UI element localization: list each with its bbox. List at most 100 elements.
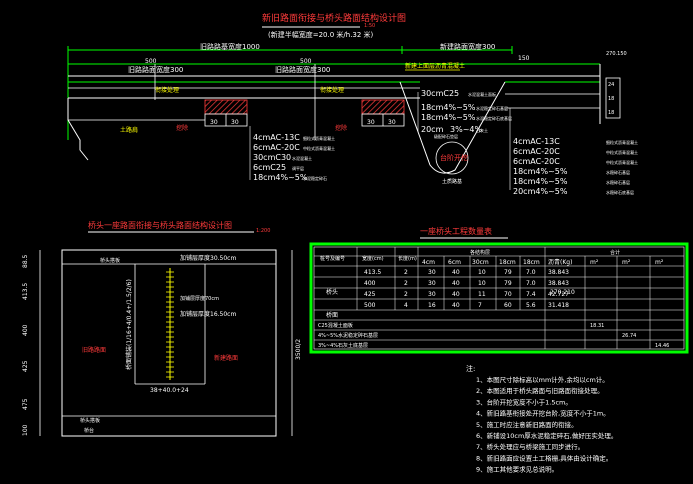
layer-center-2: 18cm4%~5% bbox=[421, 103, 476, 112]
note-item: 8、新旧路面应设置土工格栅,具体由设计确定。 bbox=[476, 453, 612, 462]
table-cell: 10 bbox=[478, 280, 486, 287]
plan-note-3: 加铺层厚度70cm bbox=[180, 295, 219, 302]
plan-left-dim-6: 100 bbox=[22, 424, 29, 436]
th-sub-layer-2: 6cm bbox=[448, 259, 461, 266]
dim-overall-left: 旧路路基宽度1000 bbox=[200, 42, 260, 51]
table-inner-frame bbox=[313, 246, 685, 350]
layer-center-note-3: 水泥稳定碎石底基层 bbox=[476, 115, 512, 121]
table-cell: 40 bbox=[452, 280, 460, 287]
th-col2: 宽度(cm) bbox=[362, 255, 384, 262]
extra-row-3-label: 3%~4%石灰土底基层 bbox=[318, 342, 368, 349]
note-item: 5、施工时应注意新旧路面的衔接。 bbox=[476, 420, 578, 429]
plan-top-label: 桥头搭板 bbox=[100, 257, 120, 264]
layer-center-4: 20cm bbox=[421, 125, 444, 134]
plan-right-label: 新建路面 bbox=[214, 354, 238, 362]
dim-500-left: 500 bbox=[145, 58, 157, 65]
right-dim-v1: 24 bbox=[608, 82, 614, 88]
layer-left-3: 30cmC30 bbox=[253, 153, 291, 162]
layer-center-note-5: 石灰土 bbox=[476, 127, 488, 133]
layers-right-group: 4cmAC-13C 6cmAC-20C 6cmAC-20C 18cm4%~5% … bbox=[509, 108, 638, 196]
plan-ladder-ticks bbox=[166, 271, 174, 378]
quantity-table: 一座桥头工程数量表 桩号及编号 宽度(cm) 长度(m) 各结构层 合计 4cm bbox=[309, 226, 689, 354]
layers-center-group: 30cmC25 18cm4%~5% 18cm4%~5% 20cm 3%~4% 水… bbox=[417, 89, 512, 139]
table-cell: 4 bbox=[404, 302, 408, 309]
layer-center-note-4: 级配碎石垫层 bbox=[434, 133, 458, 139]
lane-mid-label: 旧路路面宽度300 bbox=[275, 65, 330, 74]
layer-left-note-4: 调平层 bbox=[292, 165, 304, 171]
layer-center-3: 18cm4%~5% bbox=[421, 113, 476, 122]
plan-left-dim-4: 425 bbox=[22, 360, 29, 372]
lane-left-label: 旧路路面宽度300 bbox=[128, 65, 183, 74]
table-cell: 400 bbox=[364, 280, 376, 287]
th-group-totals: 合计 bbox=[610, 249, 620, 256]
table-cell: 2 bbox=[404, 280, 408, 287]
layer-left-5: 18cm4%~5% bbox=[253, 173, 308, 182]
note-item: 9、施工其他要求见总说明。 bbox=[476, 465, 558, 474]
top-title: 新旧路面衔接与桥头路面结构设计图 bbox=[262, 12, 406, 24]
table-cell: 30 bbox=[428, 269, 436, 276]
asphalt-note: 新建上面层沥青混凝土 bbox=[405, 62, 465, 70]
layer-left-4: 6cmC25 bbox=[253, 163, 286, 172]
layer-right-3: 6cmAC-20C bbox=[513, 157, 560, 166]
table-cell: 79 bbox=[504, 280, 512, 287]
plan-note-2: 加铺层厚度16.50cm bbox=[180, 310, 236, 318]
table-cell: 42.727 bbox=[548, 291, 569, 298]
th-group-layers: 各结构层 bbox=[470, 249, 490, 256]
layer-left-note-2: 中粒式沥青混凝土 bbox=[303, 145, 335, 151]
layer-right-note-5: 水稳碎石基层 bbox=[606, 179, 630, 185]
plan-left-dim-5: 475 bbox=[22, 398, 29, 410]
table-frame bbox=[309, 242, 689, 354]
note-item: 1、本图尺寸除标高以mm计外,余均以cm计。 bbox=[476, 375, 609, 384]
extra-row-2-value: 26.74 bbox=[622, 333, 636, 339]
th-col1: 桩号及编号 bbox=[320, 255, 345, 262]
row-last-label: 桥面 bbox=[326, 311, 338, 319]
plan-left-dim-3: 400 bbox=[22, 324, 29, 336]
table-cell: 40 bbox=[452, 269, 460, 276]
th-sub-layer-4: 18cm bbox=[499, 259, 516, 266]
plan-view: 桥头一座路面衔接与桥头路面结构设计图 1:200 桥头搭板 加铺层厚度30.50… bbox=[22, 220, 302, 437]
table-cell: 500 bbox=[364, 302, 376, 309]
table-cell: 2 bbox=[404, 291, 408, 298]
extra-row-1-label: C25混凝土面板 bbox=[318, 322, 353, 329]
detail-circle bbox=[435, 141, 469, 175]
hatch-mid-label: 挖除 bbox=[335, 124, 347, 132]
table-cell: 70 bbox=[504, 291, 512, 298]
layer-center-note-1: 水泥混凝土面板 bbox=[468, 91, 496, 97]
table-cell: 10 bbox=[478, 269, 486, 276]
plan-bottom-label-2: 桥台 bbox=[84, 427, 94, 434]
table-cell: 79 bbox=[504, 269, 512, 276]
layer-right-note-6: 水稳碎石底基层 bbox=[606, 189, 634, 195]
note-item: 4、新旧路基衔接处开挖台阶,宽度不小于1m。 bbox=[476, 409, 610, 418]
table-cell: 38.843 bbox=[548, 269, 569, 276]
table-cell: 30 bbox=[428, 280, 436, 287]
table-cell: 11 bbox=[478, 291, 486, 298]
step-30b: 30 bbox=[231, 119, 239, 126]
th-sub-total-4: m² bbox=[655, 259, 664, 266]
layer-left-note-3: 水泥混凝土 bbox=[292, 155, 312, 161]
layer-center-1: 30cmC25 bbox=[421, 89, 459, 98]
layer-left-1: 4cmAC-13C bbox=[253, 133, 300, 142]
dim-150: 150 bbox=[518, 55, 530, 62]
merged-total: 270.210 bbox=[550, 289, 575, 296]
dim-500-mid: 500 bbox=[300, 58, 312, 65]
top-subtitle: (新建半幅宽度=20.0 米/h.32 米) bbox=[268, 30, 374, 39]
step-30d: 30 bbox=[388, 119, 396, 126]
layer-center-5: 3%~4% bbox=[450, 125, 482, 134]
layer-left-2: 6cmAC-20C bbox=[253, 143, 300, 152]
circle-note: 土质路基 bbox=[442, 178, 462, 185]
top-section: 新旧路面衔接与桥头路面结构设计图 1:50 (新建半幅宽度=20.0 米/h.3… bbox=[67, 12, 638, 196]
left-slope bbox=[67, 98, 89, 161]
layer-center-note-2: 水泥稳定碎石基层 bbox=[476, 105, 508, 111]
plan-left-dim-2: 413.5 bbox=[22, 283, 29, 300]
layer-right-6: 20cm4%~5% bbox=[513, 187, 568, 196]
plan-right-dim: 3500/2 bbox=[295, 339, 302, 360]
dim-overall-right: 新建路面宽度300 bbox=[440, 42, 495, 51]
plan-left-label: 旧路路面 bbox=[82, 346, 106, 354]
layer-right-1: 4cmAC-13C bbox=[513, 137, 560, 146]
row-group-label: 桥头 bbox=[326, 288, 338, 296]
layer-right-note-2: 中粒式沥青混凝土 bbox=[606, 149, 638, 155]
v-curve bbox=[399, 81, 506, 174]
right-dim-box bbox=[605, 77, 621, 119]
